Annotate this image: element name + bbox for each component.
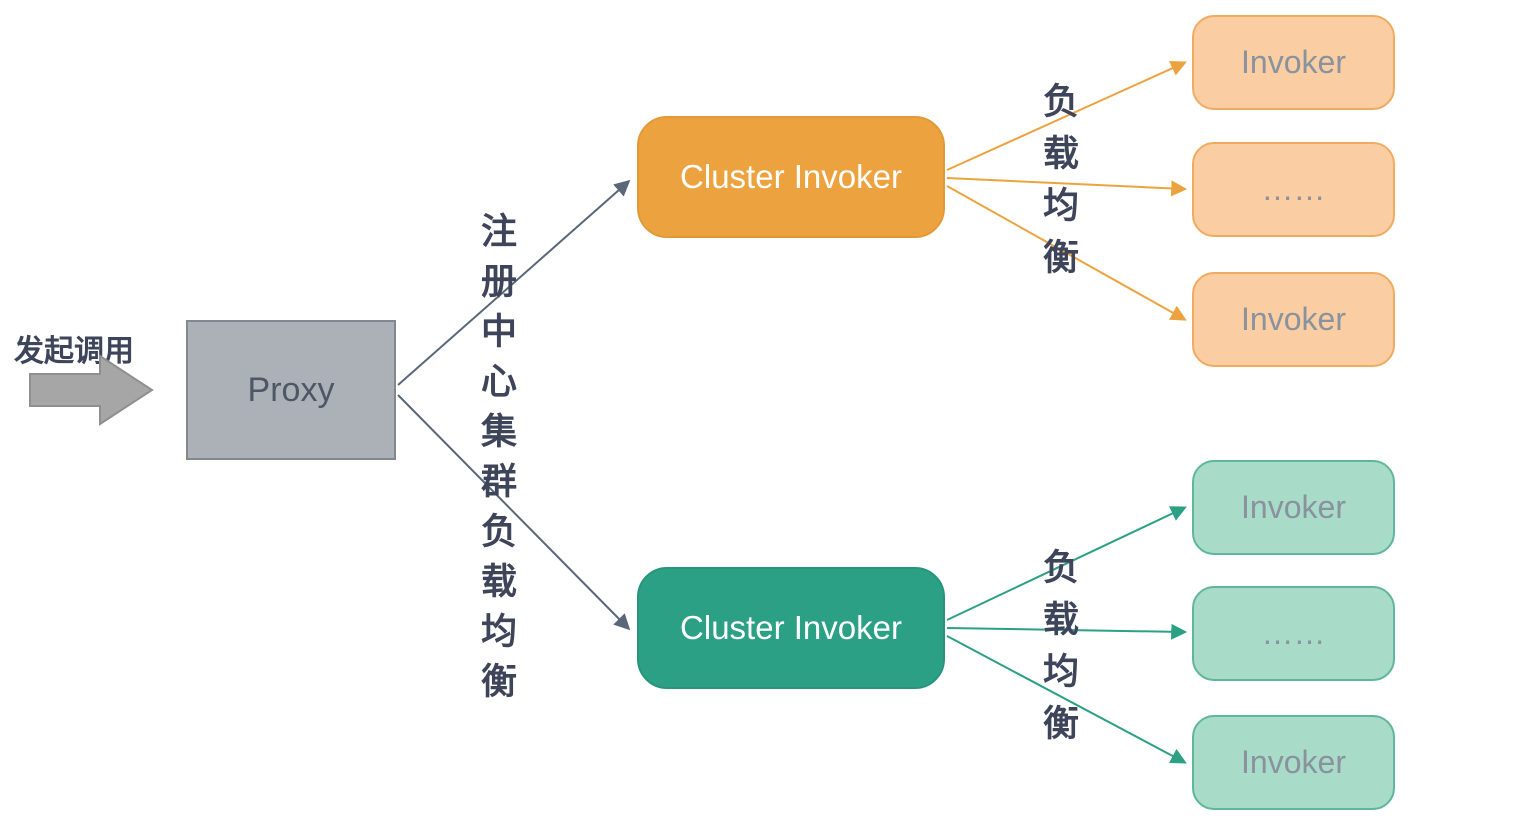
registry-cluster-label: 注册中心集群负载均衡 [476,212,517,712]
cluster-invoker-top-label: Cluster Invoker [680,158,902,195]
cluster-invoker-bottom-node: Cluster Invoker [637,567,945,689]
invoker-node-top-2: Invoker [1192,272,1395,367]
cluster-invoker-top-node: Cluster Invoker [637,116,945,238]
invoker-node-top-1: Invoker [1192,15,1395,110]
invoker-ellipsis-label: …… [1261,171,1326,207]
load-balance-bottom-label: 负载均衡 [1038,548,1079,756]
invoker-ellipsis-label: …… [1261,615,1326,651]
cluster-invoker-bottom-label: Cluster Invoker [680,609,902,646]
invoker-label: Invoker [1241,744,1346,780]
proxy-node: Proxy [186,320,396,460]
proxy-label: Proxy [247,370,335,409]
invoker-node-bottom-2: Invoker [1192,715,1395,810]
invoker-label: Invoker [1241,489,1346,525]
invoker-node-top-ellipsis: …… [1192,142,1395,237]
initiate-call-label: 发起调用 [14,335,134,368]
invoker-label: Invoker [1241,301,1346,337]
invoker-node-bottom-ellipsis: …… [1192,586,1395,681]
invoker-node-bottom-1: Invoker [1192,460,1395,555]
invoker-label: Invoker [1241,44,1346,80]
load-balance-top-label: 负载均衡 [1038,82,1079,290]
call-arrow-icon [29,354,154,426]
